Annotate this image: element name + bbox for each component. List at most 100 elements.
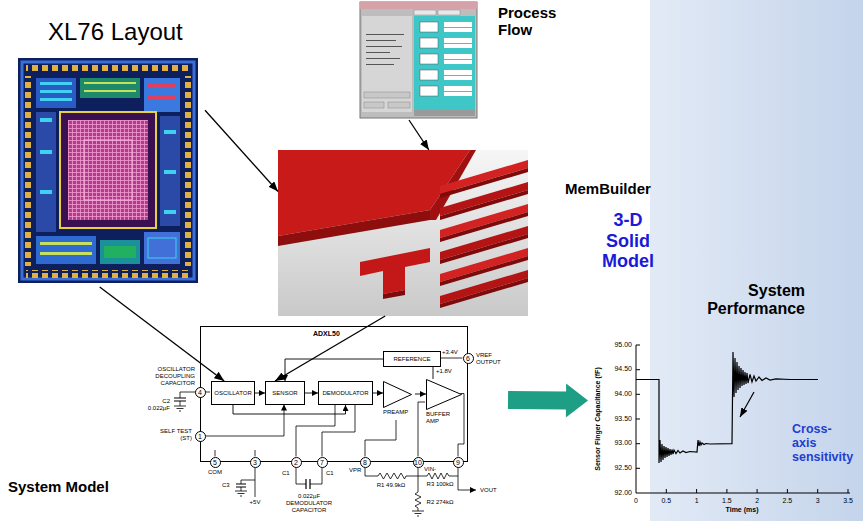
text-label: +1.8V xyxy=(436,368,452,375)
text-label: 93.50 xyxy=(602,415,632,423)
chip-layout-image xyxy=(144,78,180,112)
process-flow-screenshot xyxy=(420,22,438,32)
text-label: OSCILLATOR DECOUPLING CAPACITOR xyxy=(133,366,195,387)
chip-layout-image xyxy=(18,58,198,283)
layout-figure: XL76 Layout xyxy=(10,15,205,287)
circuit-wiring xyxy=(174,358,476,516)
text-label: 94.00 xyxy=(602,390,632,398)
connector-arrow xyxy=(415,394,426,395)
chart-axes xyxy=(666,489,848,493)
circuit-wiring xyxy=(406,476,418,477)
circuit-wiring xyxy=(458,468,476,491)
connector-arrow xyxy=(205,110,278,191)
flow-arrow xyxy=(508,383,588,417)
connector-arrow xyxy=(305,393,318,394)
chip-layout-image xyxy=(104,246,136,258)
chip-layout-image xyxy=(26,64,190,72)
process-flow-screenshot xyxy=(444,86,472,91)
side-panel xyxy=(650,0,863,521)
figure-heading: XL76 Layout xyxy=(48,18,183,46)
process-flow-screenshot xyxy=(366,46,402,47)
text-label: 93.00 xyxy=(602,439,632,447)
text-label: COM xyxy=(203,469,227,476)
process-flow-screenshot xyxy=(360,2,477,118)
circuit-wiring xyxy=(241,468,255,498)
block-box: DEMODULATOR xyxy=(318,381,373,405)
process-flow-screenshot xyxy=(444,92,472,96)
circuit-wiring xyxy=(427,473,449,479)
circuit-wiring xyxy=(418,476,427,477)
chip-layout-image xyxy=(148,238,176,258)
circuit-wiring xyxy=(365,468,378,477)
pointer-arrow xyxy=(740,392,754,417)
process-flow-screenshot xyxy=(414,10,436,15)
chip-layout-image xyxy=(164,170,176,174)
process-flow-screenshot xyxy=(414,110,475,116)
process-flow-screenshot xyxy=(414,16,475,110)
chip-layout-image xyxy=(40,98,72,101)
circuit-wiring xyxy=(215,450,216,457)
amplifier-symbol xyxy=(383,381,412,408)
chip-layout-image xyxy=(40,242,92,245)
solid-model-image xyxy=(278,150,528,316)
process-flow-screenshot xyxy=(420,38,438,48)
chip-layout-image xyxy=(164,130,176,134)
text-label: Cross-axis sensitivity xyxy=(792,423,854,464)
pin-number: 2 xyxy=(291,457,302,468)
axis-title: Sensor Finger Capacitance (fF) xyxy=(594,367,602,470)
process-flow-screenshot xyxy=(366,34,404,35)
block-label: OSCILLATOR xyxy=(214,390,251,397)
chip-layout-image xyxy=(68,120,148,220)
chip-layout-image xyxy=(40,252,92,255)
chip-layout-image xyxy=(60,112,156,228)
text-label: Time (ms) xyxy=(712,506,772,514)
solid-model-image xyxy=(440,270,528,304)
amplifier-outline xyxy=(427,380,462,410)
circuit-wiring xyxy=(449,476,458,477)
text-label: C3 xyxy=(222,482,230,489)
text-label: C1 xyxy=(326,470,334,477)
circuit-wiring xyxy=(378,473,406,479)
chart-figure: System Performance xyxy=(588,280,858,516)
circuit-wiring xyxy=(174,398,186,401)
chart-axes xyxy=(636,345,850,493)
circuit-wiring xyxy=(440,358,463,359)
pin-number: 6 xyxy=(463,353,474,364)
connector-arrow xyxy=(233,405,346,414)
text-label: 1.5 xyxy=(715,497,739,505)
circuit-wiring xyxy=(418,402,425,457)
pin-number: 1 xyxy=(195,431,206,442)
text-label: +3.4V xyxy=(442,349,458,356)
chip-layout-image xyxy=(40,90,72,93)
process-flow-screenshot xyxy=(362,16,412,112)
circuit-wiring xyxy=(174,401,186,411)
connector-arrow xyxy=(373,393,383,394)
chip-layout-image xyxy=(40,190,52,194)
text-label: VREF OUTPUT xyxy=(476,352,506,366)
process-flow-screenshot xyxy=(360,2,477,118)
amplifier-block: PREAMP xyxy=(383,381,415,418)
figure-heading: PREAMP xyxy=(383,409,408,416)
circuit-wiring xyxy=(255,450,256,457)
process-flow-screenshot xyxy=(420,86,438,96)
process-flow-screenshot xyxy=(444,22,472,27)
text-label: R2 274kΩ xyxy=(425,499,455,506)
figure-heading: ADXL50 xyxy=(313,330,340,338)
process-flow-screenshot xyxy=(444,70,472,75)
solid-model-image xyxy=(278,150,528,316)
circuit-wiring xyxy=(306,479,310,489)
circuit-wiring xyxy=(236,484,246,487)
amplifier-block: BUFFER AMP xyxy=(426,379,466,427)
text-label: C2 0.022µF xyxy=(140,398,170,412)
amplifier-symbol xyxy=(426,379,462,410)
chip-layout-image xyxy=(22,62,194,279)
chip-layout-image xyxy=(148,84,176,88)
process-flow-screenshot xyxy=(360,2,477,9)
chip-layout-image xyxy=(40,118,52,122)
chip-layout-image xyxy=(36,236,96,264)
chip-layout-image xyxy=(100,240,140,264)
connector-arrow xyxy=(255,393,265,394)
figure-heading: System Model xyxy=(8,478,109,495)
process-flow-screenshot xyxy=(420,54,438,64)
